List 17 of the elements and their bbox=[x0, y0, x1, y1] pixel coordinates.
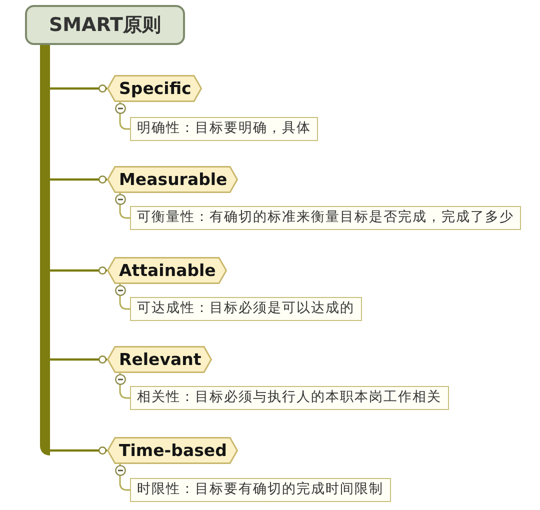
topic-tag: Attainable bbox=[107, 257, 227, 284]
description-box: 相关性：目标必须与执行人的本职本岗工作相关 bbox=[130, 386, 448, 410]
root-topic: SMART原则 bbox=[25, 5, 185, 45]
description-box: 可衡量性：有确切的标准来衡量目标是否完成，完成了多少 bbox=[130, 206, 521, 230]
connector bbox=[50, 446, 107, 455]
trunk-line bbox=[40, 45, 52, 456]
description-box: 可达成性：目标必须是可以达成的 bbox=[130, 297, 362, 321]
connector bbox=[50, 266, 107, 275]
topic-tag: Time-based bbox=[107, 437, 238, 464]
description-box: 明确性：目标要明确，具体 bbox=[130, 117, 318, 141]
topic-tag: Measurable bbox=[107, 166, 238, 193]
topic-tag: Specific bbox=[107, 75, 202, 102]
connector bbox=[50, 84, 107, 93]
connector bbox=[50, 175, 107, 184]
connector bbox=[50, 355, 107, 364]
topic-tag: Relevant bbox=[107, 346, 212, 373]
description-box: 时限性：目标要有确切的完成时间限制 bbox=[130, 478, 390, 502]
